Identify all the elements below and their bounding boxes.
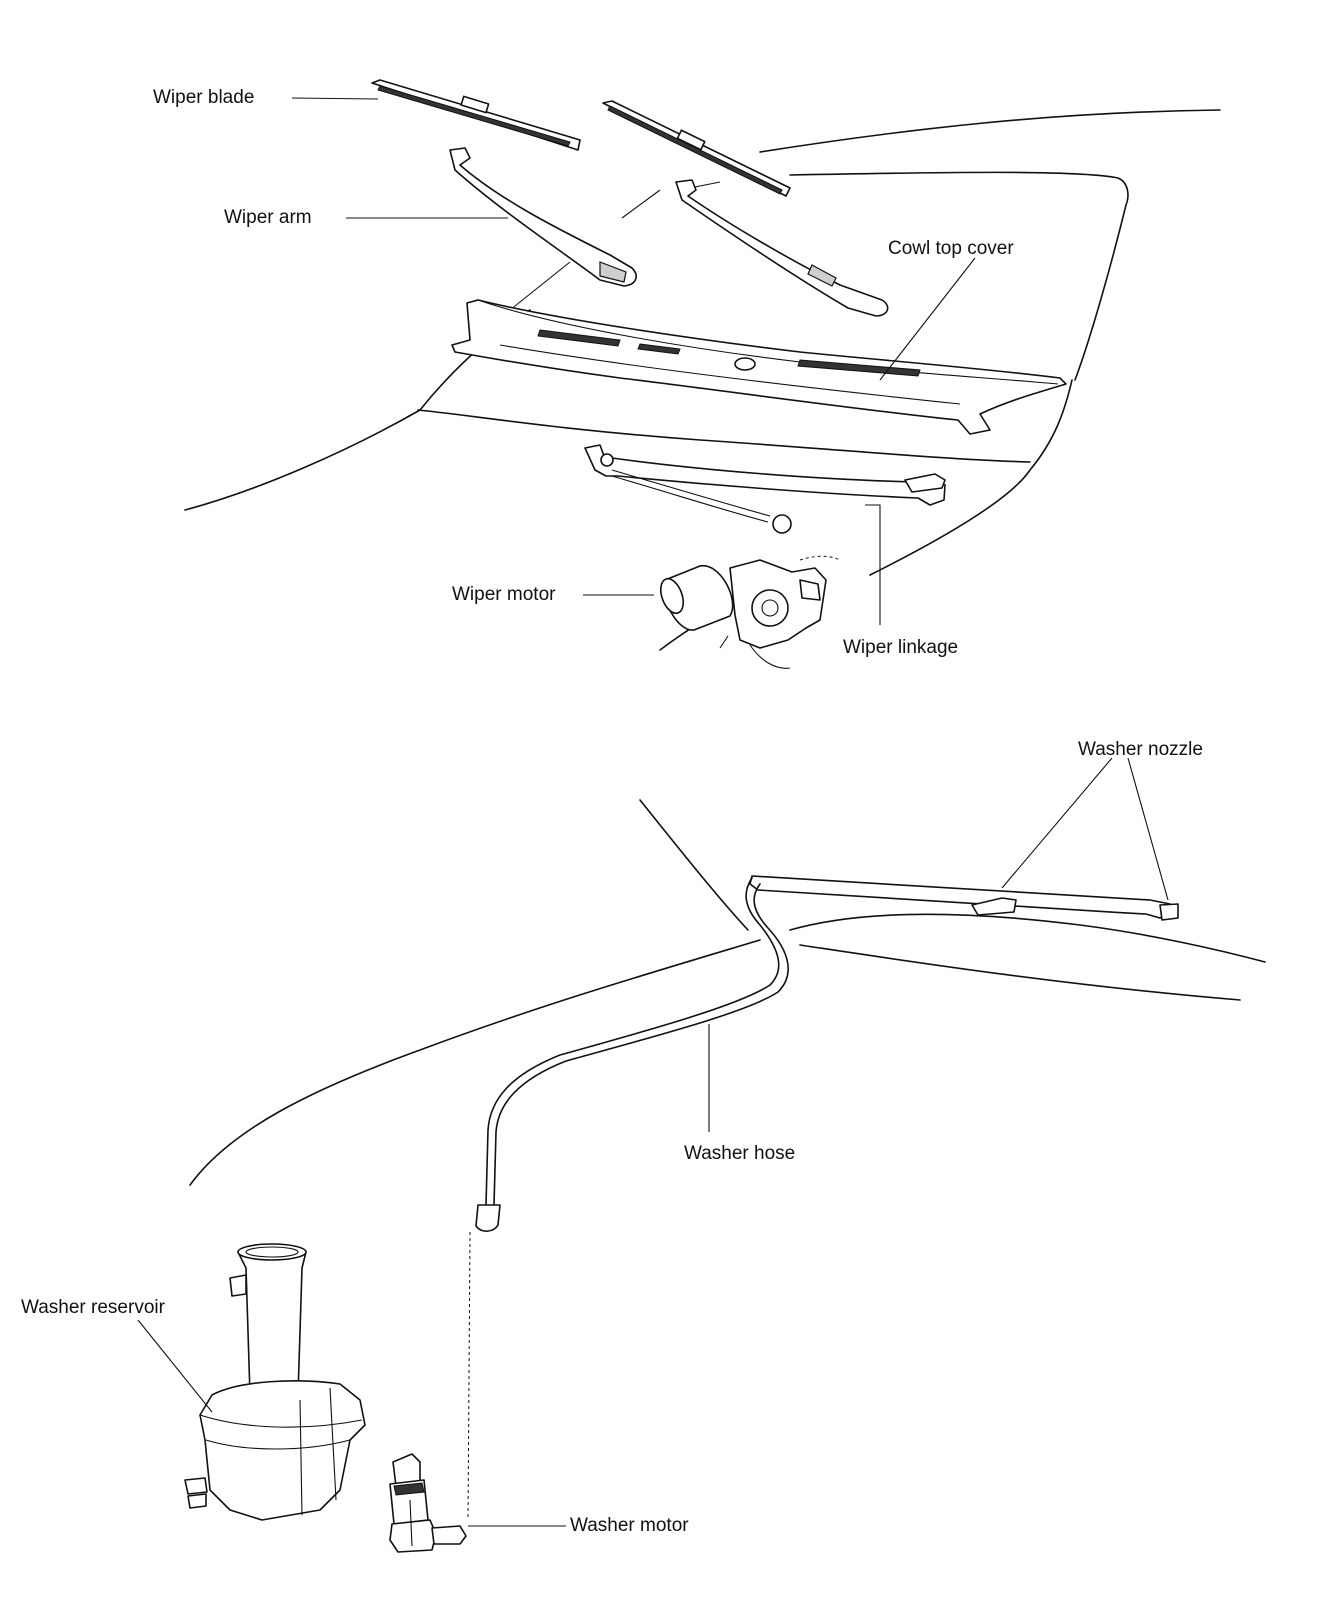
leader-lines bbox=[137, 97, 1169, 1527]
cowl-top-cover bbox=[451, 299, 1067, 435]
label-wiper-blade: Wiper blade bbox=[153, 87, 255, 108]
label-washer-reservoir: Washer reservoir bbox=[21, 1297, 165, 1318]
body-outline-lower bbox=[189, 799, 1266, 1186]
label-wiper-linkage: Wiper linkage bbox=[843, 637, 959, 658]
wiper-motor bbox=[659, 555, 841, 669]
wiper-arm-right bbox=[675, 179, 889, 317]
wiper-linkage bbox=[584, 444, 946, 534]
label-washer-nozzle: Washer nozzle bbox=[1078, 739, 1203, 760]
washer-motor-part bbox=[389, 1453, 467, 1553]
wiper-arm-left bbox=[449, 147, 637, 287]
wiper-blade-right bbox=[602, 100, 791, 197]
wiper-blade-left bbox=[371, 79, 581, 151]
washer-hose bbox=[467, 875, 1179, 1521]
label-washer-hose: Washer hose bbox=[684, 1143, 796, 1164]
label-wiper-motor: Wiper motor bbox=[452, 584, 556, 605]
washer-reservoir bbox=[184, 1243, 366, 1521]
label-wiper-arm: Wiper arm bbox=[224, 207, 312, 228]
label-cowl-top-cover: Cowl top cover bbox=[888, 238, 1014, 259]
label-washer-motor: Washer motor bbox=[570, 1515, 689, 1536]
